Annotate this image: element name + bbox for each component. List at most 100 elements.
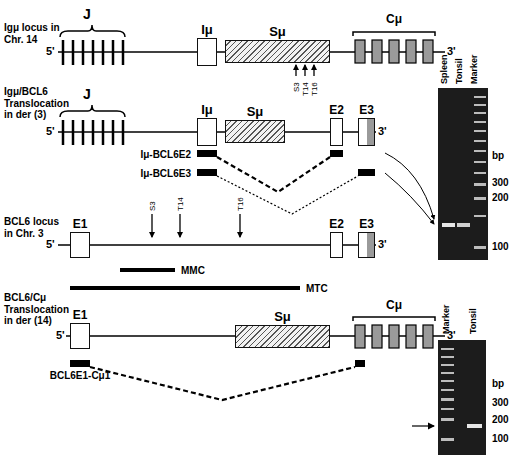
- node-label: E1: [73, 218, 88, 231]
- node-label: Iμ: [201, 103, 213, 117]
- annotation-label: 300: [492, 397, 509, 409]
- der14-translocation: [66, 317, 445, 400]
- gel-background: [438, 88, 488, 260]
- ladder: [441, 348, 454, 441]
- vertical-label: Tonsil: [454, 58, 464, 84]
- ladder: [474, 96, 486, 249]
- annotation-label: bp: [492, 150, 504, 162]
- j-segments: [63, 40, 123, 65]
- gel-photo: [438, 88, 488, 260]
- cmu-exons: [355, 325, 433, 348]
- node-label: E2: [329, 104, 344, 117]
- gel-background: [438, 340, 486, 455]
- primer-bar: Iμ-BCL6E3: [197, 169, 217, 176]
- primer-bar: Iμ-BCL6E2: [197, 150, 217, 157]
- node-label: MMC: [181, 265, 205, 276]
- primer-bar: BCL6E1-Cμ1: [70, 360, 90, 367]
- vertical-label: T14: [301, 82, 310, 96]
- exon-box: E2: [330, 118, 343, 146]
- probe-bar: MMC: [120, 268, 175, 272]
- node-label: Iμ: [201, 23, 213, 37]
- gel-photo: [412, 340, 486, 455]
- splice-line: [217, 176, 358, 214]
- row-title: Igμ/BCL6 Translocation in der (3): [4, 86, 76, 121]
- vertical-label: Spleen: [439, 54, 449, 84]
- annotation-label: 200: [492, 414, 509, 426]
- node-label: Sμ: [247, 105, 264, 119]
- node-label: E3: [359, 218, 374, 231]
- cmu-exons: [355, 40, 433, 63]
- node-label: E2: [329, 218, 344, 231]
- vertical-label: Marker: [469, 54, 479, 84]
- annotation-label: J: [83, 86, 91, 102]
- vertical-label: S3: [292, 82, 301, 92]
- node-label: E1: [73, 309, 88, 322]
- exon-box: E2: [330, 232, 343, 258]
- exon-box: Iμ: [197, 38, 217, 66]
- gel-band: [467, 424, 482, 428]
- vertical-label: Tonsil: [468, 308, 478, 334]
- node-label: Sμ: [269, 25, 286, 39]
- annotation-label: 5': [46, 45, 55, 58]
- gel-band: [457, 223, 470, 227]
- splice-line: [217, 157, 330, 192]
- vertical-label: T16: [236, 197, 245, 211]
- node-label: Iμ-BCL6E2: [140, 148, 191, 159]
- annotation-label: 200: [492, 192, 509, 204]
- row-title: Igμ locus in Chr. 14: [4, 22, 64, 45]
- annotation-label: 3': [447, 329, 456, 342]
- annotation-label: 100: [492, 241, 509, 253]
- annotation-label: J: [83, 6, 91, 22]
- node-label: BCL6E1-Cμ1: [50, 370, 111, 381]
- annotation-label: bp: [492, 378, 504, 390]
- row-title: BCL6/Cμ Translocation in der (14): [4, 292, 76, 327]
- breakpoint-arrows: [296, 65, 314, 76]
- exon-box: E1: [70, 323, 90, 349]
- row-title: BCL6 locus in Chr. 3: [4, 216, 66, 239]
- annotation-label: 100: [492, 433, 509, 445]
- splice-line: [90, 367, 355, 400]
- j-brace: [60, 25, 125, 37]
- band-pointer: [385, 173, 434, 224]
- annotation-label: 5': [46, 125, 55, 138]
- exon-box: Iμ: [197, 118, 217, 146]
- breakpoint-arrows: [152, 214, 240, 237]
- node-label: MTC: [306, 283, 328, 294]
- switch-region: Sμ: [225, 40, 330, 63]
- primer-bar: [330, 150, 343, 157]
- cmu-bracket: [353, 32, 435, 36]
- node-label: Sμ: [274, 310, 291, 324]
- bcl6-locus: [58, 214, 376, 245]
- vertical-label: T14: [176, 197, 185, 211]
- j-segments: [63, 120, 123, 145]
- cmu-bracket: [353, 317, 435, 321]
- node-label: E3: [359, 104, 374, 117]
- exon-box: E3: [358, 232, 375, 258]
- annotation-label: Cμ: [386, 299, 402, 313]
- probe-bar: MTC: [70, 286, 300, 290]
- band-pointer: [385, 153, 434, 219]
- der3-translocation: [58, 105, 434, 224]
- annotation-label: 5': [56, 329, 65, 342]
- annotation-label: 300: [492, 177, 509, 189]
- exon-box: E1: [70, 232, 90, 258]
- gel-band: [442, 223, 455, 227]
- annotation-label: Cμ: [386, 13, 402, 27]
- band-pointer: [412, 425, 434, 426]
- vertical-label: T16: [310, 82, 319, 96]
- annotation-label: 5': [46, 238, 55, 251]
- exon-box: E3: [358, 118, 375, 146]
- primer-bar: [358, 169, 375, 176]
- switch-region: Sμ: [225, 120, 285, 143]
- annotation-label: 3': [378, 238, 387, 251]
- igmu-locus: [58, 25, 445, 76]
- annotation-label: 3': [378, 125, 387, 138]
- primer-bar: [355, 360, 365, 367]
- j-brace: [60, 105, 125, 117]
- vertical-label: S3: [148, 201, 157, 211]
- switch-region: Sμ: [235, 325, 330, 348]
- chromosome-line: [58, 244, 376, 246]
- chromosome-line: [58, 131, 376, 133]
- node-label: Iμ-BCL6E3: [140, 167, 191, 178]
